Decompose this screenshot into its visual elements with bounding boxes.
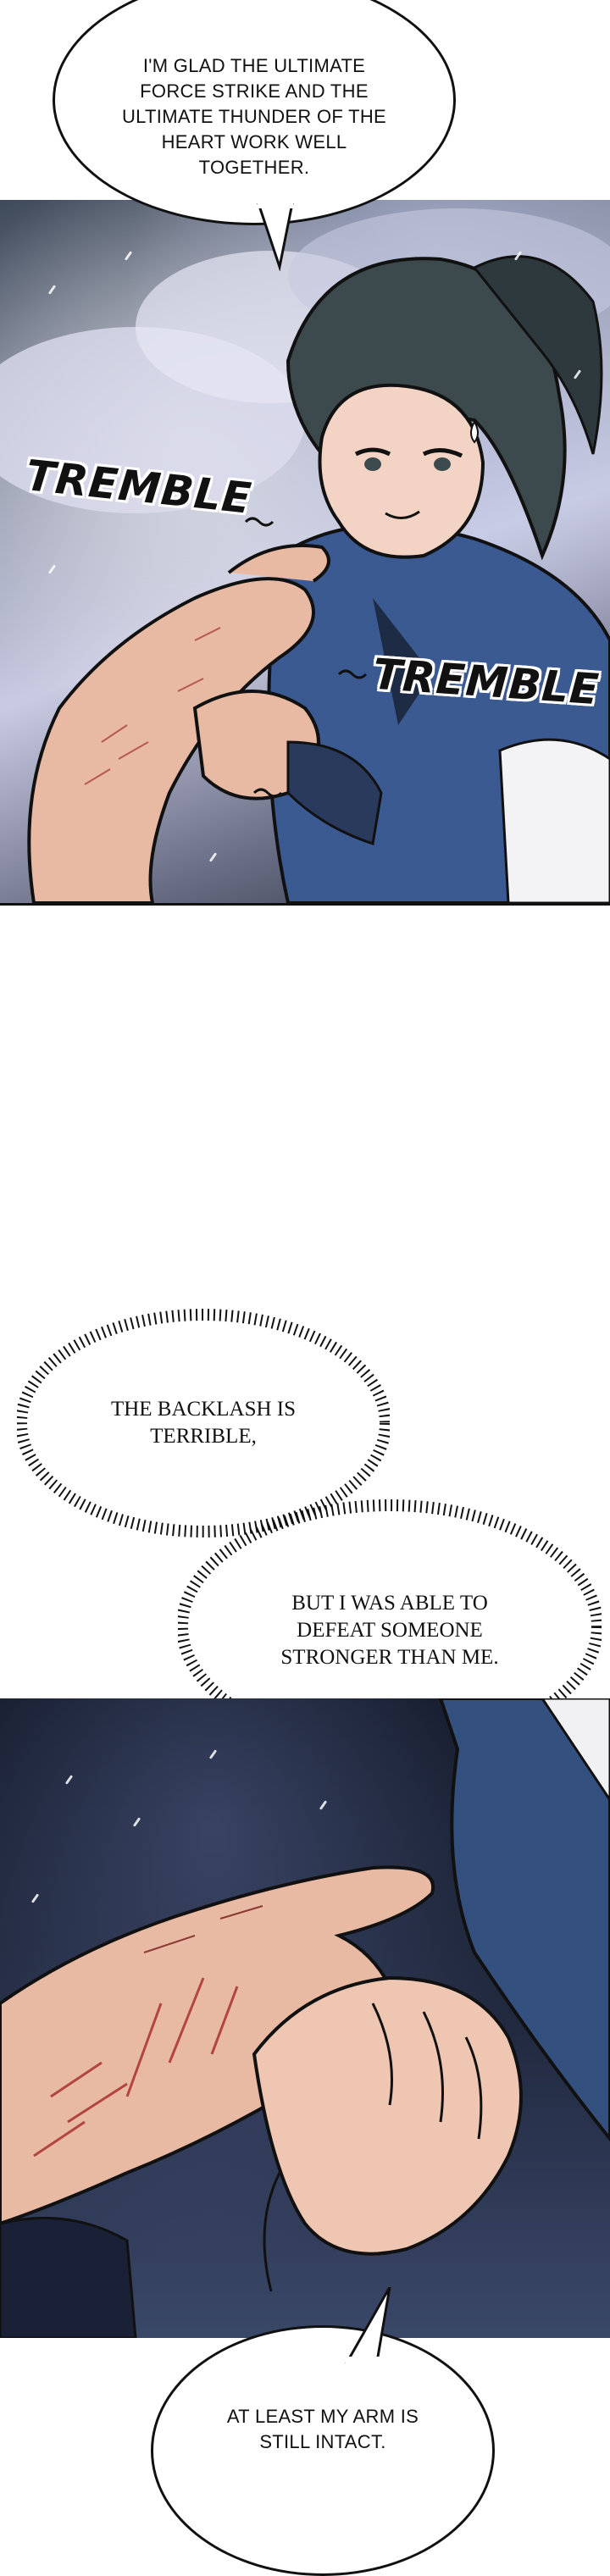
speech-bubble-top-tail (257, 203, 294, 271)
speech-bubble-top-text: I'M GLAD THE ULTIMATE FORCE STRIKE AND T… (121, 55, 387, 178)
comic-panel-scarred-arm (0, 1698, 610, 2338)
spiky-bubble-backlash (17, 1309, 390, 1537)
speech-bubble-top: I'M GLAD THE ULTIMATE FORCE STRIKE AND T… (53, 0, 456, 225)
spiky-bubble-backlash-text-wrap: THE BACKLASH IS TERRIBLE, (17, 1309, 390, 1537)
speech-bubble-bottom-text: AT LEAST MY ARM IS STILL INTACT. (226, 2406, 419, 2452)
spiky-bubble-defeat-text-wrap: BUT I WAS ABLE TO DEFEAT SOMEONE STRONGE… (178, 1499, 602, 1753)
comic-panel-trembling-hand: TREMBLE TREMBLE (0, 200, 610, 906)
speech-bubble-bottom-tail (345, 2287, 391, 2363)
panel2-illustration (0, 1698, 610, 2338)
spiky-bubble-backlash-text: THE BACKLASH IS TERRIBLE, (110, 1398, 297, 1448)
panel1-illustration (0, 208, 610, 903)
spiky-bubble-defeat-text: BUT I WAS ABLE TO DEFEAT SOMEONE STRONGE… (280, 1592, 499, 1669)
speech-bubble-bottom: AT LEAST MY ARM IS STILL INTACT. (151, 2325, 495, 2576)
